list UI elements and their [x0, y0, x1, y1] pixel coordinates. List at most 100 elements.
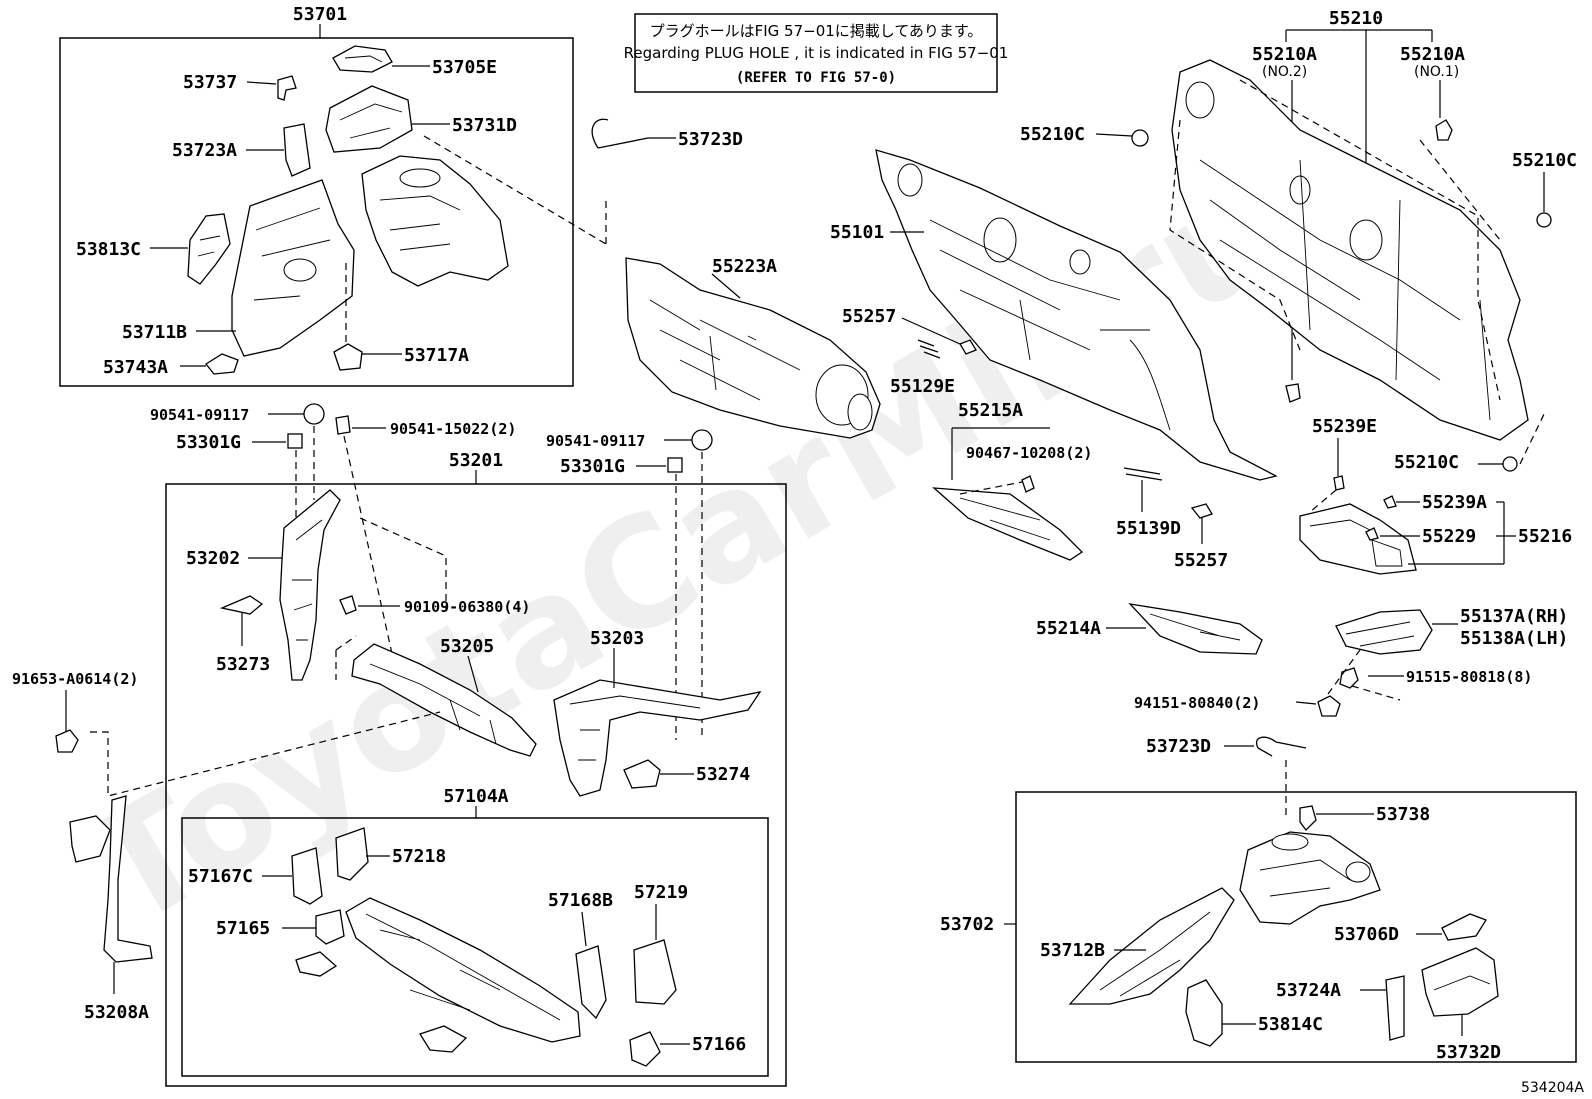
group-53201: 53201 53202 90109-06380(4) 53273 53205 5… [165, 450, 787, 1087]
label-53274: 53274 [696, 764, 750, 785]
part-55214a [1128, 603, 1263, 655]
label-53205: 53205 [440, 636, 494, 657]
group-55137a: 55137A(RH) 55138A(LH) 91515-80818(8) 941… [1134, 606, 1568, 717]
label-53738: 53738 [1376, 804, 1430, 825]
label-90109-06380: 90109-06380(4) [404, 598, 530, 616]
label-55138a: 55138A(LH) [1460, 628, 1568, 649]
label-53701: 53701 [293, 4, 347, 25]
part-53274 [623, 759, 661, 789]
part-front-apron-rh [1239, 831, 1381, 925]
part-55101 [875, 149, 1278, 481]
part-53732d [1421, 947, 1499, 1017]
part-53814c [1185, 979, 1223, 1047]
label-53723a: 53723A [172, 140, 237, 161]
part-53712b [1068, 887, 1235, 1005]
plug-hole-note: プラグホールはFIG 57−01に掲載してあります。 Regarding PLU… [624, 13, 1008, 93]
part-53202 [279, 489, 341, 681]
label-90541-09117-a: 90541-09117 [150, 406, 249, 424]
label-53737: 53737 [183, 72, 237, 93]
part-53205 [351, 643, 537, 757]
part-53813c [187, 213, 231, 285]
label-53731d: 53731D [452, 115, 517, 136]
part-53273 [219, 595, 264, 615]
part-55210c-b [1536, 212, 1552, 228]
label-53706d: 53706D [1334, 924, 1399, 945]
label-53203: 53203 [590, 628, 644, 649]
group-53208a: 91653-A0614(2) 53208A [12, 670, 441, 1023]
label-53208a: 53208A [84, 1002, 149, 1023]
part-57165-bracket [295, 951, 338, 977]
part-radiator-support [345, 897, 581, 1043]
part-53731d [325, 85, 413, 153]
label-57104a: 57104A [443, 786, 508, 807]
label-55210a-no1: 55210A [1400, 44, 1465, 65]
label-57167c: 57167C [188, 866, 253, 887]
part-57218 [335, 827, 369, 881]
group-55210: 55210 55210A (NO.2) 55210A (NO.1) 55210C… [1020, 8, 1577, 473]
label-53717a: 53717A [404, 345, 469, 366]
label-55216: 55216 [1518, 526, 1572, 547]
part-55139d [1123, 467, 1163, 481]
label-53273: 53273 [216, 654, 270, 675]
group-53702: 53702 53738 53712B 53706D 53724A 53814C … [940, 791, 1577, 1063]
label-55239a: 55239A [1422, 492, 1487, 513]
part-90541-09117-a [303, 403, 325, 425]
label-57219: 57219 [634, 882, 688, 903]
label-53301g-a: 53301G [176, 432, 241, 453]
part-front-apron [361, 155, 509, 287]
label-53202: 53202 [186, 548, 240, 569]
part-55239a [1383, 495, 1397, 509]
group-cushions: 90541-09117 90541-15022(2) 53301G 90541-… [150, 403, 713, 740]
part-55210 [1171, 59, 1529, 441]
part-57168b [575, 945, 607, 1020]
group-53701: 53701 53705E 53737 53731D 53723A 53813C [59, 4, 607, 387]
part-53737 [277, 75, 297, 101]
label-53702: 53702 [940, 914, 994, 935]
part-55210a-no1 [1435, 119, 1453, 141]
label-55101: 55101 [830, 222, 884, 243]
label-53724a: 53724A [1276, 980, 1341, 1001]
part-radiator-support-bracket [419, 1025, 468, 1053]
group-55223a: 55223A [625, 256, 881, 439]
label-55210c-b: 55210C [1512, 150, 1577, 171]
note-line-japanese: プラグホールはFIG 57−01に掲載してあります。 [650, 22, 983, 40]
label-57218: 57218 [392, 846, 446, 867]
part-53724a [1385, 975, 1405, 1041]
label-57166: 57166 [692, 1034, 746, 1055]
label-55210a-no2: 55210A [1252, 44, 1317, 65]
label-53723d-bottom: 53723D [1146, 736, 1211, 757]
part-55257-b [1190, 503, 1213, 519]
part-53208a-bracket [69, 815, 111, 863]
label-53712b: 53712B [1040, 940, 1105, 961]
part-53203 [553, 679, 762, 797]
label-53301g-b: 53301G [560, 456, 625, 477]
part-53706d [1441, 913, 1487, 941]
part-55210a-no2 [1285, 383, 1301, 403]
label-55129e: 55129E [890, 376, 955, 397]
label-53723d-top: 53723D [678, 129, 743, 150]
part-55210c-a [1131, 129, 1149, 147]
label-91515-80818: 91515-80818(8) [1406, 668, 1532, 686]
label-53732d: 53732D [1436, 1042, 1501, 1063]
label-57165: 57165 [216, 918, 270, 939]
part-55137a [1335, 609, 1433, 655]
part-53738 [1299, 805, 1317, 831]
label-53814c: 53814C [1258, 1014, 1323, 1035]
part-53717a [333, 343, 363, 371]
part-55257-a [959, 339, 977, 355]
part-57166 [629, 1031, 661, 1067]
label-53743a: 53743A [103, 357, 168, 378]
part-53301g-a [287, 433, 303, 449]
label-91653-a0614: 91653-A0614(2) [12, 670, 138, 688]
label-55137a: 55137A(RH) [1460, 606, 1568, 627]
part-94151-80840 [1317, 695, 1341, 717]
part-55239e [1333, 475, 1345, 491]
label-55215a: 55215A [958, 400, 1023, 421]
label-55257-a: 55257 [842, 306, 896, 327]
part-57165 [315, 909, 345, 945]
group-55214a: 55214A [1036, 603, 1263, 655]
part-57167c [291, 847, 323, 905]
part-55216 [1299, 503, 1417, 575]
